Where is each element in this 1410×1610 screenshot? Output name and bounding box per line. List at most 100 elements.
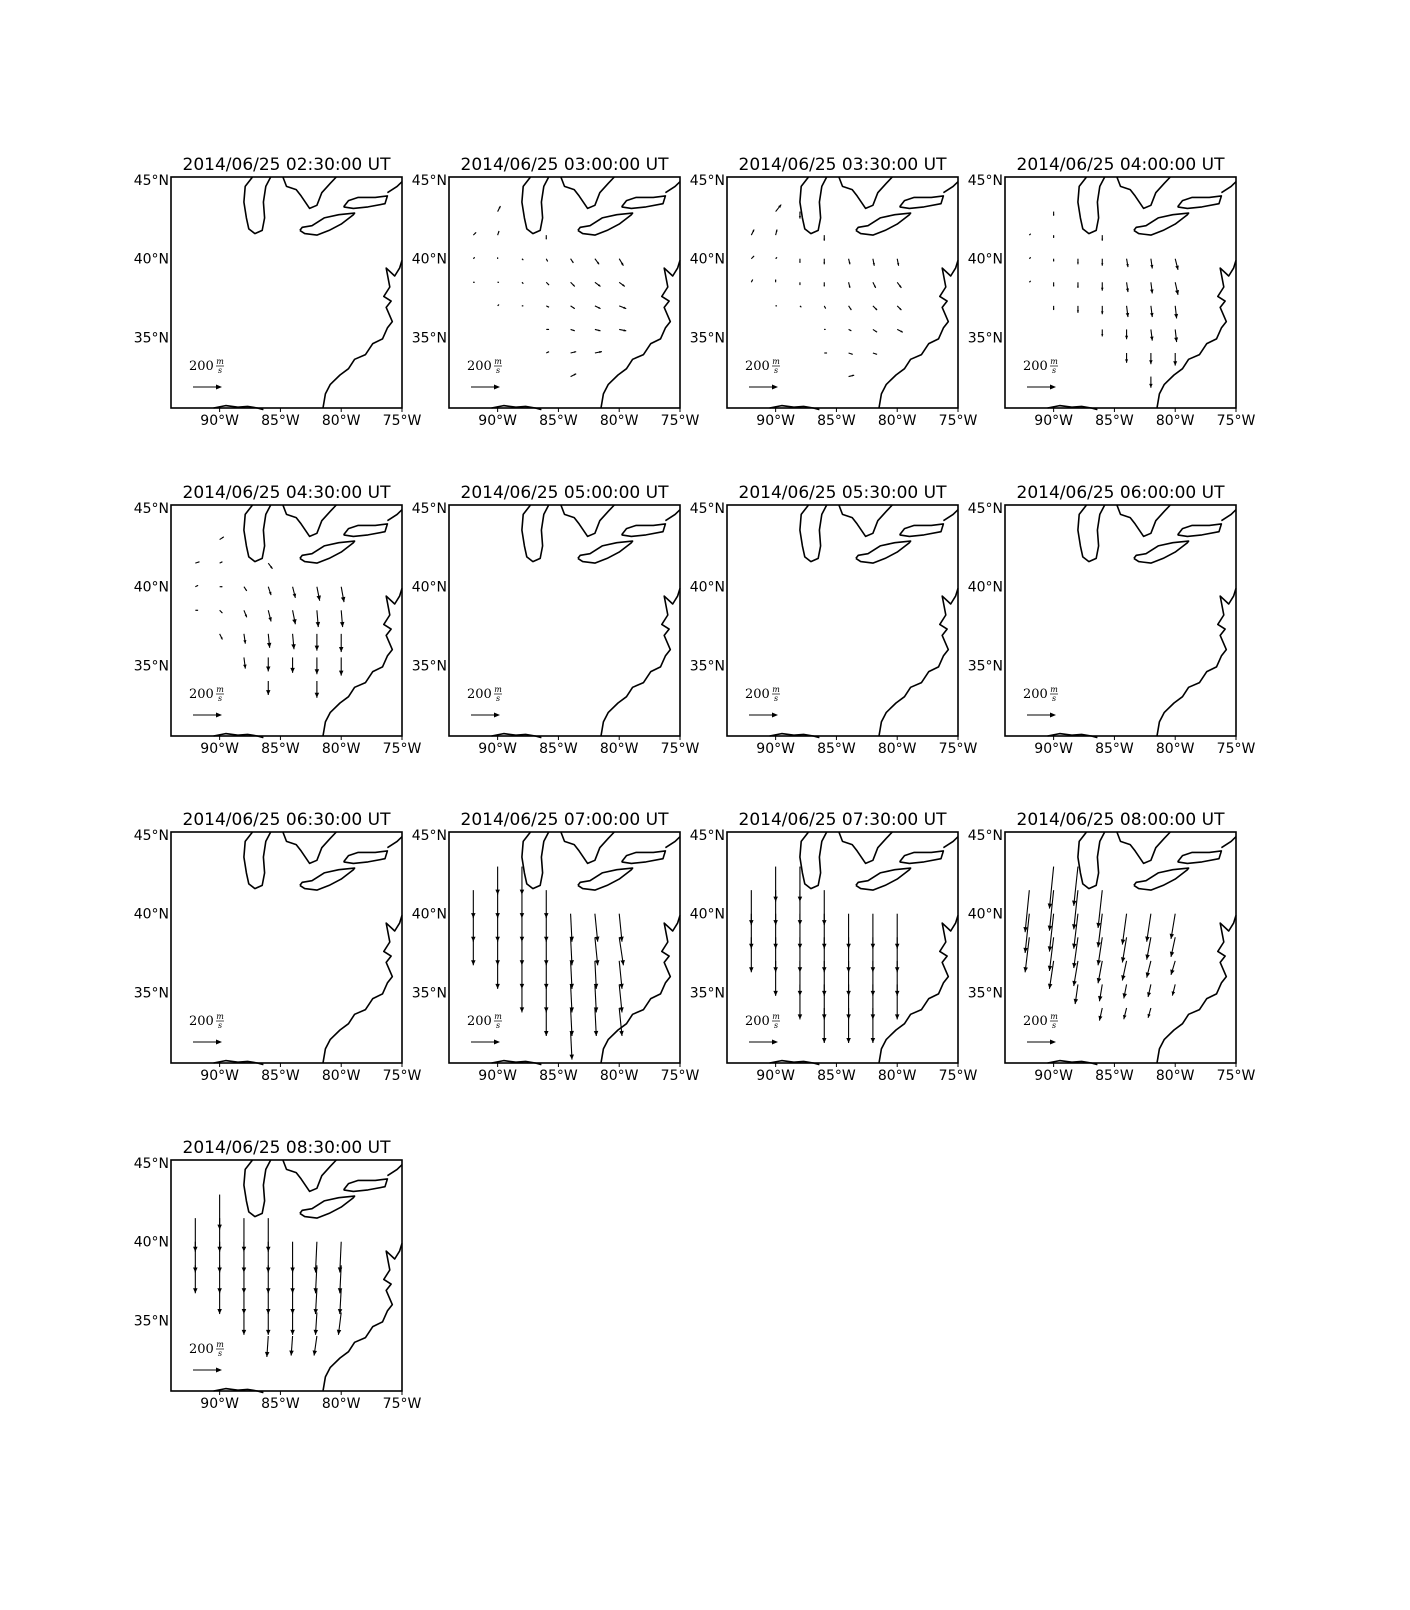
wind-vector-shaft xyxy=(1048,937,1055,971)
wind-vector-head xyxy=(749,967,754,973)
wind-vector-head xyxy=(1098,995,1103,1002)
y-tick-label: 45°N xyxy=(134,501,169,517)
x-tick-label: 90°W xyxy=(478,741,517,757)
wind-vector-head xyxy=(546,259,548,262)
wind-vector-head xyxy=(1150,336,1154,341)
quiver-key-unit-denominator: s xyxy=(218,1349,222,1358)
quiver-key-unit-numerator: m xyxy=(1050,685,1058,694)
wind-vector-arrow xyxy=(774,279,777,283)
wind-vector-shaft xyxy=(1073,890,1079,930)
wind-vector-head xyxy=(1072,980,1077,987)
wind-vector-arrow xyxy=(267,562,273,570)
wind-vector-head xyxy=(899,285,902,288)
x-tick-label: 75°W xyxy=(939,1068,978,1084)
wind-vector-head xyxy=(266,690,271,695)
lake-michigan-outline xyxy=(243,176,272,235)
wind-vector-arrow xyxy=(618,984,624,1013)
y-tick-label: 35°N xyxy=(412,658,447,674)
wind-vector-head xyxy=(1023,926,1028,933)
wind-vector-head xyxy=(1072,962,1077,969)
panel-title: 2014/06/25 04:30:00 UT xyxy=(183,483,392,503)
wind-vector-arrow xyxy=(594,328,601,332)
wind-vector-head xyxy=(751,279,753,282)
wind-vector-arrow xyxy=(570,281,576,287)
wind-vector-arrow xyxy=(749,937,754,973)
wind-vector-arrow xyxy=(243,610,248,618)
wind-vector-shaft xyxy=(1024,913,1030,953)
wind-vector-head xyxy=(873,285,876,288)
wind-vector-head xyxy=(336,1329,342,1335)
wind-vector-head xyxy=(573,351,577,353)
wind-vector-arrow xyxy=(472,256,476,260)
y-tick-label: 35°N xyxy=(134,658,169,674)
wind-vector-arrow xyxy=(243,633,247,644)
wind-vector-head xyxy=(338,647,344,653)
x-tick-label: 80°W xyxy=(878,1068,917,1084)
lake-erie-outline xyxy=(299,212,356,236)
wind-vector-arrow xyxy=(1023,937,1030,973)
wind-vector-head xyxy=(1149,360,1153,365)
x-tick-label: 80°W xyxy=(322,741,361,757)
wind-vector-head xyxy=(337,1308,343,1315)
x-tick-label: 90°W xyxy=(478,1068,517,1084)
st-lawrence-outline xyxy=(386,509,403,522)
wind-vector-head xyxy=(899,307,902,311)
wind-vector-head xyxy=(1047,946,1053,952)
wind-vector-arrow xyxy=(594,281,601,287)
wind-vector-head xyxy=(314,669,320,675)
lake-erie-outline xyxy=(855,540,912,564)
wind-vector-head xyxy=(496,257,499,259)
wind-vector-shaft xyxy=(1097,913,1103,948)
wind-vector-head xyxy=(266,642,272,648)
wind-vector-arrow xyxy=(1173,353,1178,366)
x-tick-label: 75°W xyxy=(1217,1068,1256,1084)
quiver-key-arrow-head xyxy=(216,712,222,718)
wind-vector-head xyxy=(1145,954,1150,960)
wind-vector-arrow xyxy=(1147,984,1152,998)
lake-huron-outline xyxy=(282,831,337,865)
wind-vector-arrow xyxy=(471,937,476,966)
wind-vector-head xyxy=(1023,967,1028,973)
quiver-key-unit-denominator: s xyxy=(496,366,500,375)
wind-vector-head xyxy=(471,960,476,966)
lake-huron-outline xyxy=(838,504,893,538)
wind-vector-head xyxy=(243,664,247,669)
wind-vector-head xyxy=(497,230,500,233)
wind-vector-arrow xyxy=(1047,913,1055,952)
wind-vector-head xyxy=(338,670,344,676)
lake-michigan-outline xyxy=(1077,831,1106,890)
y-tick-label: 40°N xyxy=(968,907,1003,923)
lake-michigan-outline xyxy=(243,1159,272,1218)
wind-vector-arrow xyxy=(1052,305,1055,311)
wind-vector-arrow xyxy=(799,282,801,286)
quiver-key-value: 200 xyxy=(1023,1014,1048,1029)
wind-vector-head xyxy=(292,593,297,598)
wind-vector-arrow xyxy=(619,305,627,310)
wind-vector-arrow xyxy=(243,657,247,669)
wind-vector-arrow xyxy=(1125,353,1129,363)
wind-vector-arrow xyxy=(872,258,875,266)
wind-vector-arrow xyxy=(266,1312,271,1335)
wind-vector-arrow xyxy=(824,328,826,331)
wind-vector-head xyxy=(1047,903,1053,909)
wind-vector-head xyxy=(774,279,777,281)
wind-vector-head xyxy=(894,1014,900,1020)
wind-vector-head xyxy=(897,263,900,266)
x-tick-label: 85°W xyxy=(817,1068,856,1084)
wind-vector-head xyxy=(799,261,801,263)
wind-vector-arrow xyxy=(775,204,782,212)
wind-vector-head xyxy=(870,1038,876,1043)
lake-ontario-outline xyxy=(620,195,667,210)
wind-vector-arrow xyxy=(1101,258,1104,266)
wind-vector-head xyxy=(268,591,272,596)
wind-vector-arrow xyxy=(497,230,500,236)
wind-vector-head xyxy=(571,261,574,263)
wind-vector-arrow xyxy=(1047,937,1055,971)
